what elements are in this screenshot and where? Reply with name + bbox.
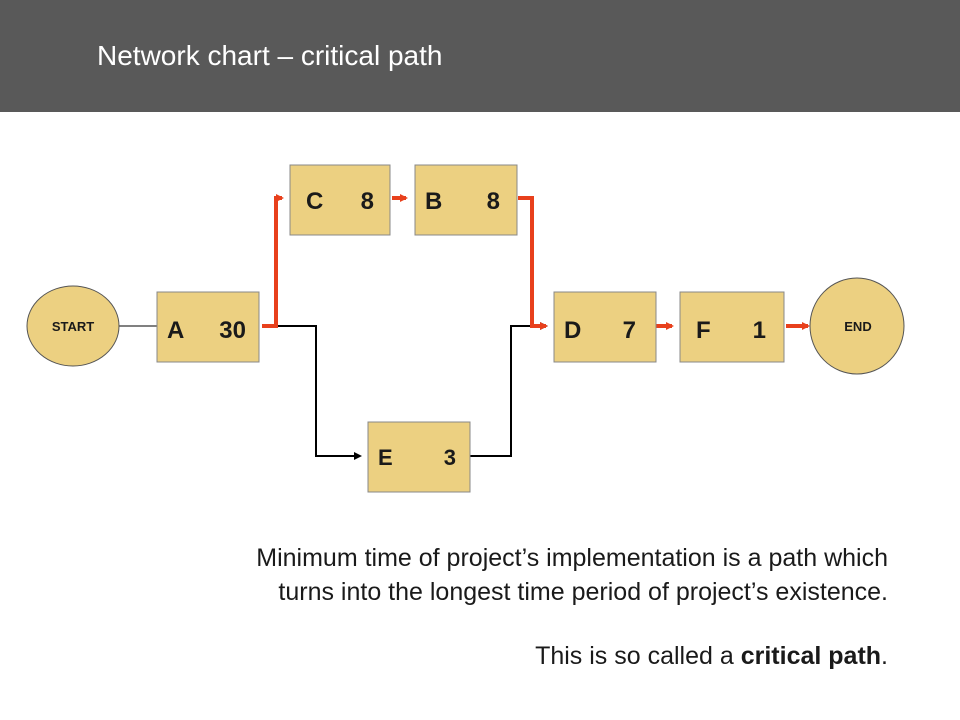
start-node: START	[26, 285, 120, 367]
activity-e-duration: 3	[444, 445, 456, 470]
activity-f-duration: 1	[753, 317, 766, 344]
path-e-to-d	[470, 322, 548, 457]
activity-d: D 7	[553, 291, 657, 363]
activity-b-duration: 8	[487, 188, 500, 215]
activity-a: A 30	[156, 291, 260, 363]
activity-c: C 8	[289, 164, 391, 236]
end-node: END	[809, 277, 905, 375]
caption-line-1: Minimum time of project’s implementation…	[256, 544, 888, 572]
caption-line-3-suffix: .	[881, 642, 888, 670]
activity-f: F 1	[679, 291, 785, 363]
activity-c-name: C	[306, 188, 323, 215]
activity-e: E 3	[367, 421, 471, 493]
activity-b-name: B	[425, 188, 442, 215]
activity-c-duration: 8	[361, 188, 374, 215]
page-title: Network chart – critical path	[97, 40, 443, 71]
activity-e-name: E	[378, 445, 393, 470]
activity-d-duration: 7	[623, 317, 636, 344]
caption-line-3-prefix: This is so called a	[535, 642, 741, 670]
caption-paragraph-1: Minimum time of project’s implementation…	[28, 541, 888, 609]
title-bar: Network chart – critical path	[0, 0, 960, 112]
critical-path-b-to-d	[518, 196, 548, 330]
activity-a-name: A	[167, 317, 184, 344]
caption-paragraph-2: This is so called a critical path.	[28, 639, 888, 673]
path-a-to-e	[262, 325, 362, 460]
end-label: END	[844, 319, 871, 334]
activity-a-duration: 30	[219, 317, 246, 344]
activity-b: B 8	[414, 164, 518, 236]
caption-line-2: turns into the longest time period of pr…	[278, 578, 888, 606]
activity-d-name: D	[564, 317, 581, 344]
critical-path-term: critical path	[740, 642, 882, 670]
start-label: START	[52, 319, 94, 334]
critical-path-a-to-c	[262, 194, 284, 328]
activity-f-name: F	[696, 317, 711, 344]
